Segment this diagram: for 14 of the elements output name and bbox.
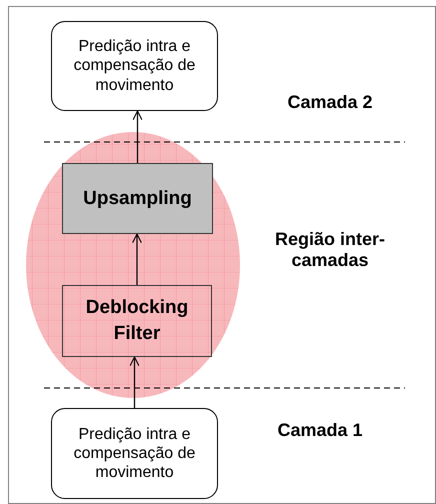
arrow xyxy=(132,233,142,285)
layer-label: Camada 1 xyxy=(276,420,364,441)
box-label: Upsampling xyxy=(83,186,192,211)
layer-label: Região inter-camadas xyxy=(274,229,386,271)
process-box xyxy=(51,21,218,111)
arrow xyxy=(132,110,143,163)
box-label: Predição intra e compensação de movimento xyxy=(72,37,196,95)
process-box xyxy=(62,285,212,357)
arrow xyxy=(129,356,140,408)
process-box xyxy=(62,163,213,234)
process-box xyxy=(51,408,218,499)
layer-label: Camada 2 xyxy=(286,92,374,113)
box-label: Predição intra e compensação de movimento xyxy=(72,424,196,482)
box-label: Deblocking Filter xyxy=(84,296,190,346)
